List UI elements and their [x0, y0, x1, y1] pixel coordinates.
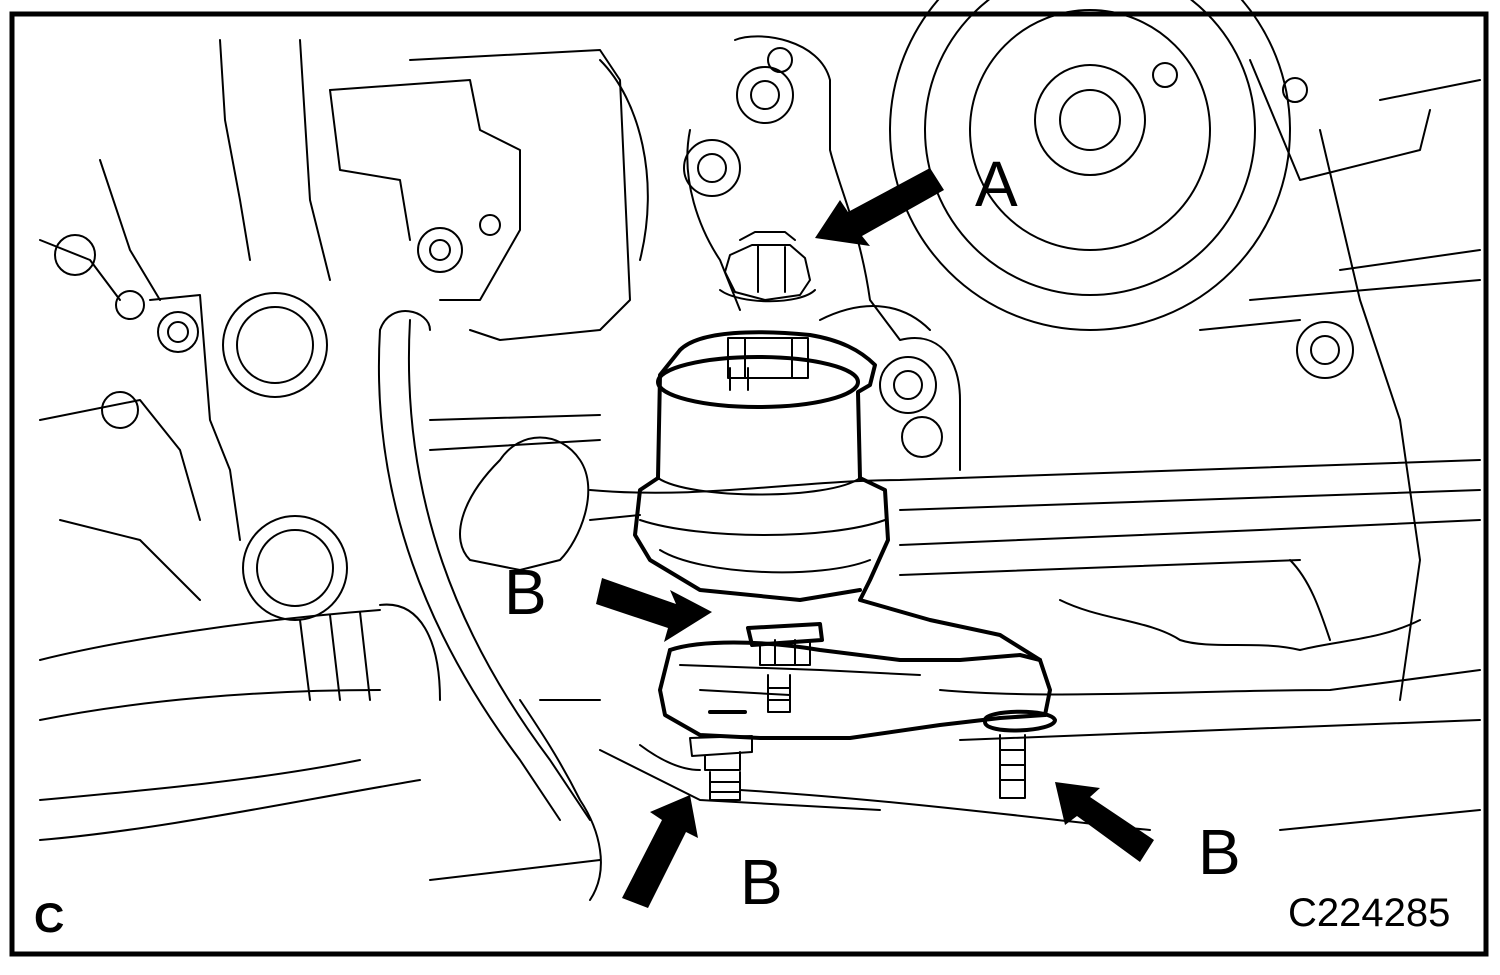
callout-b-left-label: B: [504, 556, 547, 628]
figure-frame: [9, 11, 1489, 957]
illustration-code: C224285: [1288, 891, 1451, 935]
arrow-b-left: [596, 578, 712, 642]
corner-mark: C: [34, 894, 65, 941]
callout-arrows: [596, 168, 1154, 908]
callout-a-label: A: [975, 148, 1018, 220]
background-engine-linework: [39, 0, 1481, 901]
engine-mount-insulator: [633, 231, 1057, 801]
callout-b-bottom-label: B: [740, 846, 783, 918]
callout-b-right-label: B: [1198, 816, 1241, 888]
arrow-b-right: [1055, 782, 1154, 862]
arrow-b-bottom: [622, 795, 698, 908]
arrow-a: [815, 168, 944, 246]
